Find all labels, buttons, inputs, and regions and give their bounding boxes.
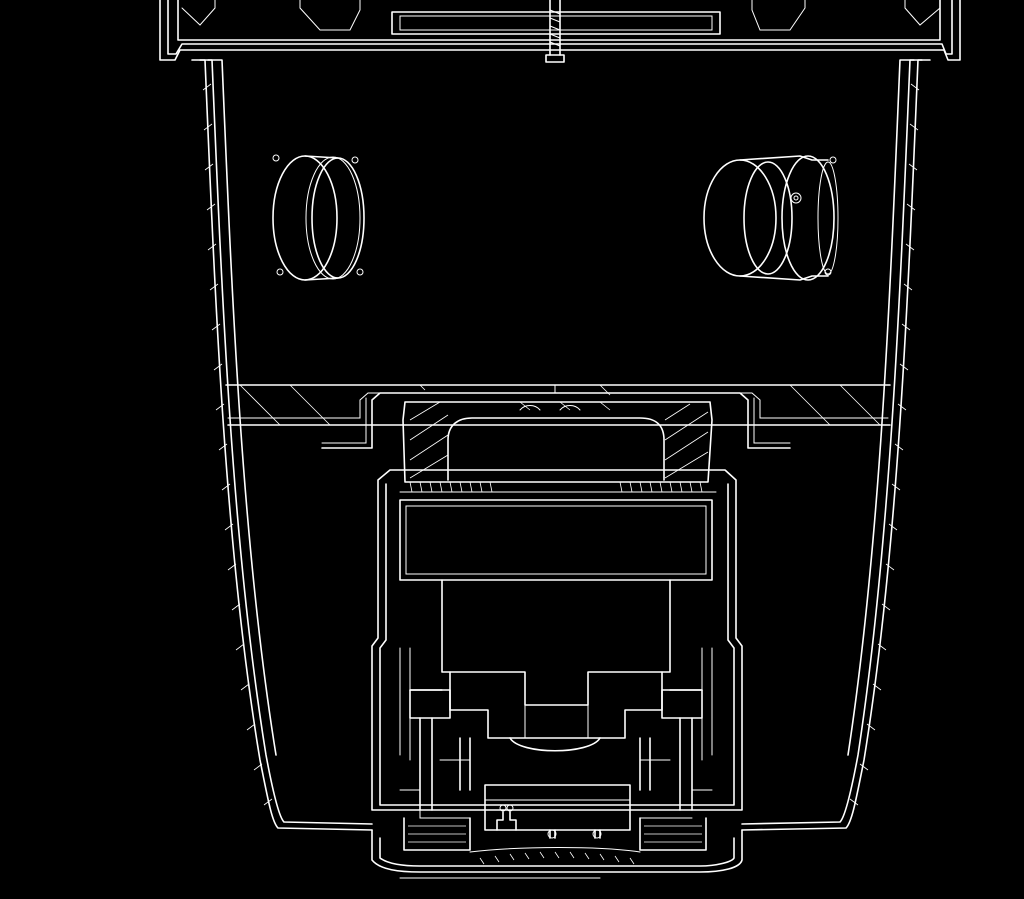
motor-body — [399, 579, 713, 761]
divider-plate — [225, 384, 891, 449]
lid-screw — [545, 0, 565, 63]
motor-top-cap — [402, 401, 713, 483]
circuit-board — [484, 784, 631, 839]
lid — [159, 0, 961, 61]
left-inlet-port — [272, 154, 365, 281]
motor-stator — [399, 499, 713, 581]
lid-grille — [391, 11, 721, 35]
right-outlet-port — [703, 155, 839, 281]
motor-housing — [371, 469, 743, 811]
base-plate — [371, 817, 743, 879]
motor-supports — [399, 717, 713, 819]
container-outer-wall — [191, 59, 931, 831]
